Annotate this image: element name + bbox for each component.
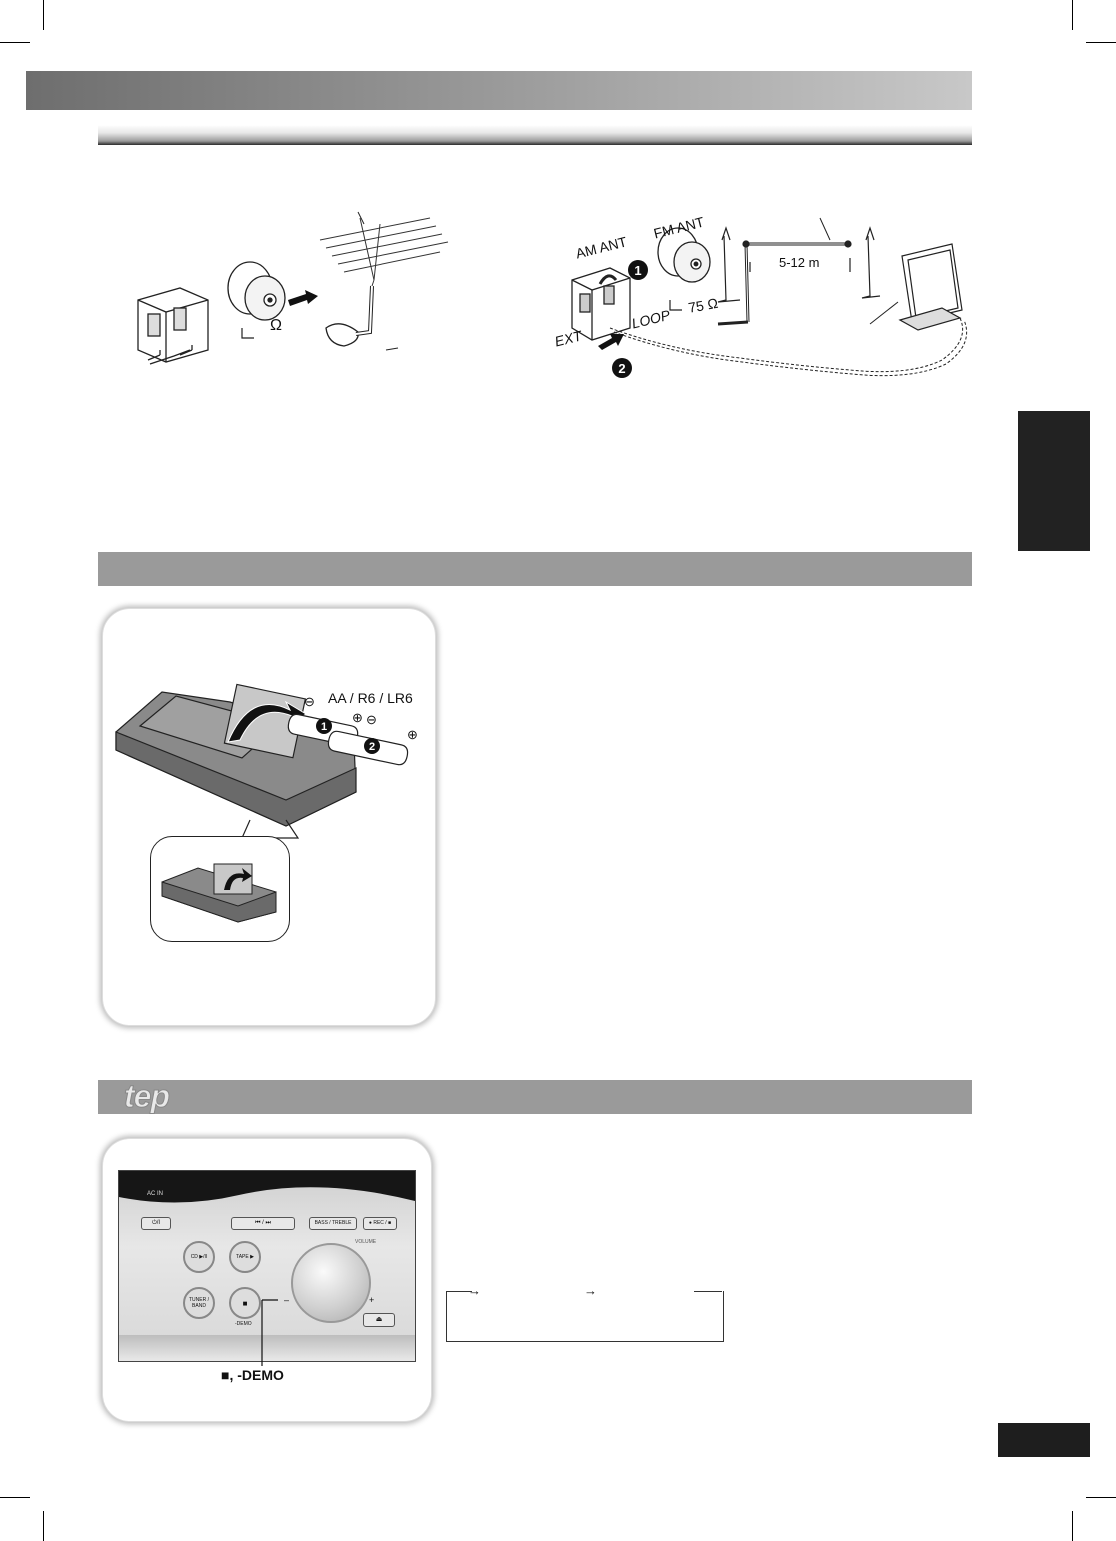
flow-arrow-icon: →	[468, 1283, 481, 1298]
section-subheader-bar	[98, 125, 972, 145]
tape-button[interactable]: TAPE ▶	[229, 1241, 261, 1273]
plus-symbol: ⊕	[352, 710, 363, 725]
lid-close-illustration	[161, 863, 277, 923]
stop-demo-button[interactable]: ■	[229, 1287, 261, 1319]
flow-line-left	[446, 1291, 472, 1292]
flow-arrow-icon: →	[584, 1283, 597, 1298]
svg-text:2: 2	[618, 361, 625, 376]
skip-button[interactable]: ⏮ / ⏭	[231, 1217, 295, 1230]
antenna-terminal-block	[137, 287, 209, 365]
crop-mark	[43, 0, 44, 30]
crop-mark	[1086, 42, 1116, 43]
antenna-cable	[325, 285, 374, 347]
eject-icon: ⏏	[375, 1316, 383, 1323]
step-1-badge: 1	[628, 260, 648, 280]
crop-mark	[43, 1511, 44, 1541]
side-index-tab	[1018, 411, 1090, 551]
callout-line	[385, 347, 399, 351]
remote-control-illustration: 1 2	[115, 683, 409, 839]
ground-symbol	[241, 328, 254, 339]
crop-mark	[1072, 1511, 1073, 1541]
callout-line	[357, 211, 365, 225]
distance-label: 5-12 m	[777, 255, 822, 270]
fm-am-antenna-illustration: 1 2	[571, 217, 968, 378]
crop-mark	[1072, 0, 1073, 30]
crop-mark	[1086, 1497, 1116, 1498]
outdoor-antenna-illustration	[137, 211, 449, 365]
volume-knob[interactable]	[291, 1243, 371, 1323]
volume-plus: +	[369, 1295, 375, 1305]
cd-button[interactable]: CD ▶/II	[183, 1241, 215, 1273]
crop-mark	[0, 42, 30, 43]
skip-button-label: ⏮ / ⏭	[255, 1220, 271, 1226]
svg-text:1: 1	[634, 263, 641, 278]
panel-bottom-edge	[119, 1335, 415, 1361]
eject-button[interactable]: ⏏	[363, 1313, 395, 1327]
am-loop-antenna	[898, 243, 963, 331]
volume-minus: –	[284, 1295, 290, 1305]
callout-line	[869, 301, 899, 325]
tuner-band-button-label: TUNER / BAND	[189, 1297, 209, 1309]
coaxial-socket	[227, 261, 286, 321]
power-button-label: ⏻/I	[151, 1220, 161, 1226]
fm-socket	[657, 227, 711, 283]
am-fm-terminal-block	[571, 267, 631, 341]
section-bar-demo	[98, 1080, 972, 1114]
twisted-lead-wire	[609, 317, 964, 373]
twisted-lead-wire	[613, 319, 968, 377]
ground-symbol	[669, 300, 682, 311]
tape-button-label: TAPE ▶	[236, 1254, 254, 1260]
tuner-band-button[interactable]: TUNER / BAND	[183, 1287, 215, 1319]
callout-line	[819, 217, 831, 241]
section-bar-batteries	[98, 552, 972, 586]
svg-text:2: 2	[369, 741, 375, 753]
crop-mark	[0, 1497, 30, 1498]
step-logo: tep	[124, 1078, 171, 1115]
flow-line-right	[694, 1291, 722, 1292]
demo-callout-line	[261, 1299, 278, 1366]
step-2-badge: 2	[612, 358, 632, 378]
remote-body	[115, 683, 357, 827]
bass-treble-button-label: BASS / TREBLE	[314, 1220, 352, 1226]
main-unit-front-panel: AC IN ⏻/I ⏮ / ⏭ BASS / TREBLE ● REC / ■ …	[118, 1170, 416, 1362]
step-1-badge: 1	[316, 718, 332, 734]
minus-symbol: ⊖	[304, 694, 315, 709]
page-number-box	[998, 1423, 1090, 1457]
power-button[interactable]: ⏻/I	[141, 1217, 171, 1230]
step-2-badge: 2	[364, 738, 380, 754]
cd-button-label: CD ▶/II	[190, 1254, 208, 1260]
fm-wire-antenna	[717, 226, 881, 326]
insert-arrow-icon	[598, 334, 624, 350]
rec-button[interactable]: ● REC / ■	[363, 1217, 397, 1230]
connect-arrow-icon	[288, 290, 318, 306]
volume-label: VOLUME	[355, 1239, 377, 1245]
open-lid-arrow-icon	[227, 700, 307, 743]
plus-symbol: ⊕	[407, 727, 418, 742]
page-header-bar	[26, 71, 972, 110]
demo-small-label: -DEMO	[235, 1321, 252, 1327]
ac-in-label: AC IN	[147, 1191, 164, 1197]
panel-top-band	[119, 1171, 415, 1203]
ohm-symbol: Ω	[270, 317, 282, 334]
rec-button-label: ● REC / ■	[368, 1220, 392, 1226]
svg-text:1: 1	[321, 721, 327, 733]
stop-demo-label: ■, -DEMO	[221, 1367, 284, 1383]
stop-button-label: ■	[242, 1298, 248, 1308]
battery-type-label: AA / R6 / LR6	[328, 690, 413, 706]
yagi-antenna	[319, 217, 449, 287]
bass-treble-button[interactable]: BASS / TREBLE	[309, 1217, 357, 1230]
minus-symbol: ⊖	[366, 712, 377, 727]
demo-flow-diagram	[446, 1291, 724, 1342]
close-lid-arrow-icon	[224, 868, 252, 890]
